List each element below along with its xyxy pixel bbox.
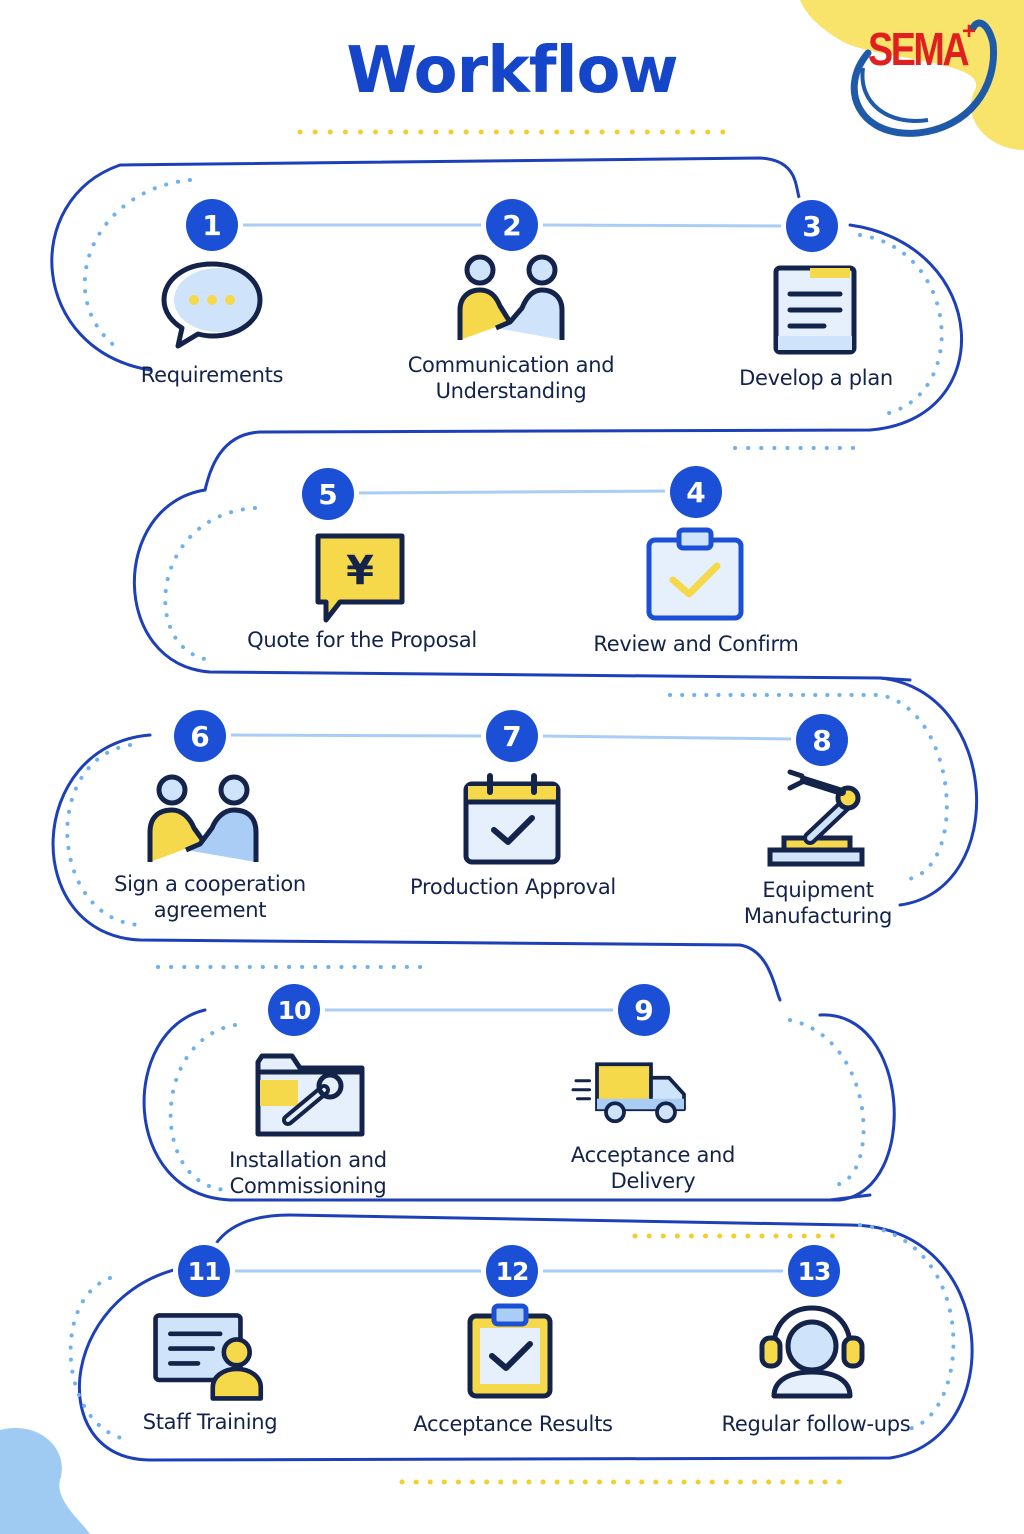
step-label: Requirements	[140, 363, 284, 387]
step-label: Sign a cooperation agreement	[114, 872, 306, 922]
document-plan-icon	[773, 265, 857, 355]
handshake-icon	[147, 774, 259, 862]
step-badge: 1	[186, 199, 238, 251]
clipboard-check-icon	[646, 527, 744, 621]
calendar-check-icon	[463, 773, 561, 865]
svg-text:¥: ¥	[346, 548, 374, 594]
robot-arm-icon	[767, 769, 865, 867]
delivery-truck-icon	[571, 1062, 686, 1124]
two-people-handshake-icon	[457, 254, 565, 340]
step-badge: 12	[486, 1245, 538, 1297]
step-label: Staff Training	[142, 1410, 278, 1434]
folder-wrench-icon	[255, 1053, 365, 1137]
step-label: Equipment Manufacturing	[743, 878, 893, 928]
yen-quote-icon: ¥	[315, 533, 405, 623]
step-label: Production Approval	[410, 875, 616, 899]
blue-corner-blob	[0, 1428, 90, 1534]
step-label: Quote for the Proposal	[247, 628, 477, 652]
step-badge: 7	[486, 710, 538, 762]
sema-logo	[850, 19, 998, 137]
headset-support-icon	[759, 1305, 865, 1399]
step-label: Acceptance and Delivery	[570, 1143, 736, 1193]
step-badge: 11	[178, 1245, 230, 1297]
logo-plus: +	[962, 18, 977, 45]
step-badge: 9	[618, 984, 670, 1036]
step-badge: 13	[788, 1245, 840, 1297]
step-badge: 8	[796, 714, 848, 766]
page-title: Workflow	[346, 34, 678, 108]
logo-text: SEMA	[868, 23, 970, 75]
yellow-corner-blob	[800, 0, 1024, 150]
step-badge: 6	[174, 710, 226, 762]
step-badge: 10	[268, 984, 320, 1036]
step-label: Acceptance Results	[413, 1412, 613, 1436]
training-board-icon	[153, 1313, 264, 1401]
step-label: Regular follow-ups	[721, 1412, 911, 1436]
step-label: Review and Confirm	[593, 632, 799, 656]
step-badge: 3	[786, 200, 838, 252]
step-label: Installation and Commissioning	[229, 1148, 387, 1198]
step-badge: 4	[670, 466, 722, 518]
step-label: Communication and Understanding	[407, 353, 615, 403]
chat-bubble-icon	[161, 261, 263, 349]
step-label: Develop a plan	[739, 366, 893, 390]
clipboard-check-icon	[467, 1303, 553, 1399]
step-badge: 2	[486, 199, 538, 251]
step-badge: 5	[302, 468, 354, 520]
